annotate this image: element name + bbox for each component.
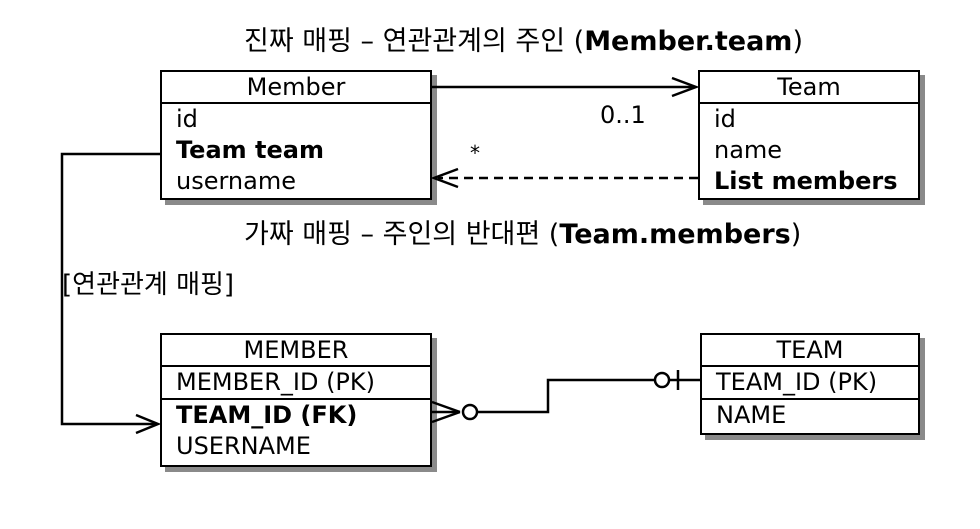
member-table-title: MEMBER [162, 335, 430, 367]
member-table-pk: MEMBER_ID (PK) [162, 367, 430, 400]
crows-foot-upper [431, 400, 461, 414]
zero-circle-team-side [653, 371, 671, 389]
member-table-username: USERNAME [176, 432, 311, 460]
team-field-members: List members [714, 167, 898, 195]
member-field-username: username [176, 167, 296, 195]
real-mapping-caption: 진짜 매핑 – 연관관계의 주인 (Member.team) [244, 28, 803, 55]
team-table-box: TEAM TEAM_ID (PK) NAME [700, 333, 920, 435]
fake-mapping-text: 가짜 매핑 – 주인의 반대편 ( [244, 219, 560, 250]
mapping-line [60, 152, 160, 426]
fake-mapping-owner: Team.members [559, 219, 791, 250]
member-table-fk: TEAM_ID (FK) [176, 401, 358, 429]
member-class-box: Member id Team team username [160, 70, 432, 200]
team-to-member-arrowhead [430, 167, 459, 189]
fake-mapping-caption: 가짜 매핑 – 주인의 반대편 (Team.members) [244, 221, 801, 248]
fake-mapping-close: ) [790, 219, 802, 250]
team-field-name: name [714, 136, 783, 164]
team-class-title: Team [700, 72, 918, 104]
real-mapping-close: ) [792, 26, 803, 57]
member-field-id: id [176, 105, 198, 133]
member-to-team-arrowhead [671, 76, 700, 98]
multiplicity-many-label: * [470, 141, 480, 165]
team-table-title: TEAM [702, 335, 918, 367]
crows-foot-lower [431, 410, 461, 424]
mapping-arrowhead [135, 413, 162, 435]
zero-circle-member-side [461, 403, 479, 421]
real-mapping-owner: Member.team [584, 26, 793, 57]
multiplicity-one-label: 0..1 [600, 101, 646, 129]
member-class-title: Member [162, 72, 430, 104]
team-table-name: NAME [716, 401, 787, 429]
team-field-id: id [714, 105, 736, 133]
team-class-box: Team id name List members [698, 70, 920, 200]
real-mapping-text: 진짜 매핑 – 연관관계의 주인 ( [244, 26, 585, 57]
team-table-pk: TEAM_ID (PK) [702, 367, 918, 400]
relationship-line [470, 378, 656, 414]
member-table-box: MEMBER MEMBER_ID (PK) TEAM_ID (FK) USERN… [160, 333, 432, 467]
member-field-team: Team team [176, 136, 324, 164]
relation-mapping-label: [연관관계 매핑] [62, 270, 235, 300]
